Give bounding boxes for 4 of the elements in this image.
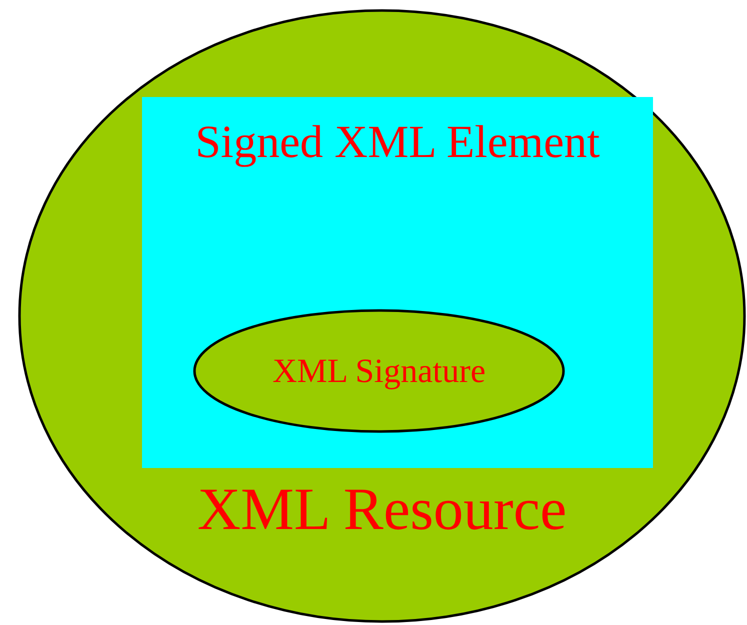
node-label: Signed XML Element — [195, 119, 600, 165]
element-panel — [142, 97, 653, 468]
node-label: XML Signature — [272, 355, 486, 389]
node-label: XML Resource — [197, 479, 567, 539]
